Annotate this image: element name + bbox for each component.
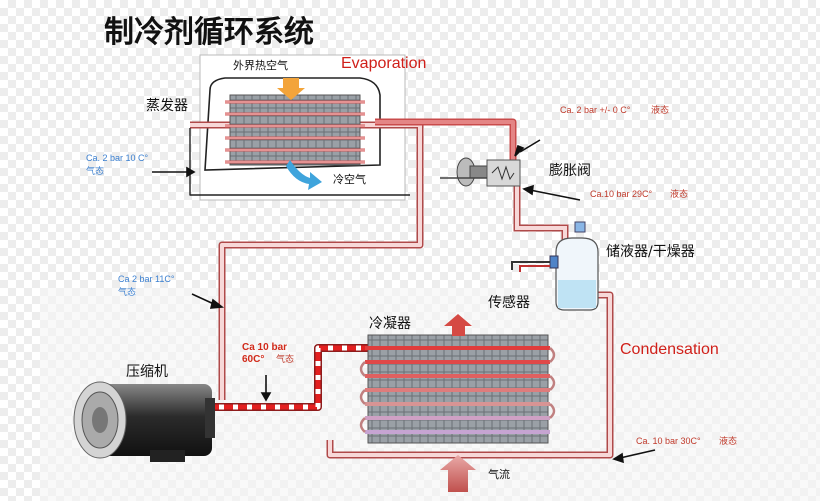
- condenser: [359, 334, 556, 444]
- evaporator-coil: [225, 94, 365, 166]
- annot-discharge-2: 60C°: [242, 354, 264, 365]
- receiver-dryer: [549, 221, 599, 311]
- annot-suction-1: Ca 2 bar 11C°: [118, 274, 175, 284]
- label-sensor: 传感器: [488, 294, 530, 311]
- label-condenser: 冷凝器: [369, 316, 411, 332]
- annot-valve-out-state: 液态: [651, 104, 669, 115]
- condenser-up-arrow: [444, 314, 472, 336]
- annot-liquid-line: Ca. 10 bar 30C°: [636, 436, 701, 446]
- discharge-line: [210, 344, 370, 411]
- label-airflow: 气流: [488, 467, 510, 481]
- label-evaporation: Evaporation: [341, 55, 426, 72]
- label-receiver-dryer: 储液器/干燥器: [606, 244, 695, 260]
- annot-evap-in-1: Ca. 2 bar 10 C°: [86, 153, 149, 163]
- condenser-outlet-line: [326, 291, 614, 459]
- label-evaporator: 蒸发器: [146, 98, 188, 114]
- label-cold-air: 冷空气: [333, 172, 366, 186]
- sensor: [511, 261, 550, 272]
- evap-inlet-line: [375, 118, 517, 170]
- airflow-arrow: [440, 455, 476, 492]
- annot-evap-in-2: 气态: [86, 165, 104, 176]
- valve-inlet-line: [513, 170, 569, 245]
- hot-air-arrow: [277, 78, 305, 100]
- label-condensation: Condensation: [620, 341, 719, 358]
- annot-suction-2: 气态: [118, 286, 136, 297]
- annot-discharge-1: Ca 10 bar: [242, 342, 287, 353]
- label-outside-air: 外界热空气: [233, 58, 288, 72]
- label-compressor: 压缩机: [126, 364, 168, 380]
- annot-discharge-state: 气态: [276, 353, 294, 364]
- cold-air-arrow: [286, 160, 322, 190]
- annot-valve-in-state: 液态: [670, 188, 688, 199]
- page-title: 制冷剂循环系统: [104, 15, 314, 50]
- annot-valve-in: Ca.10 bar 29C°: [590, 189, 653, 199]
- expansion-valve: [440, 157, 521, 187]
- pointer-arrows: [152, 139, 656, 464]
- label-expansion-valve: 膨胀阀: [549, 162, 591, 179]
- annot-valve-out: Ca. 2 bar +/- 0 C°: [560, 105, 631, 115]
- annot-liquid-state: 液态: [719, 435, 737, 446]
- compressor: [73, 381, 215, 462]
